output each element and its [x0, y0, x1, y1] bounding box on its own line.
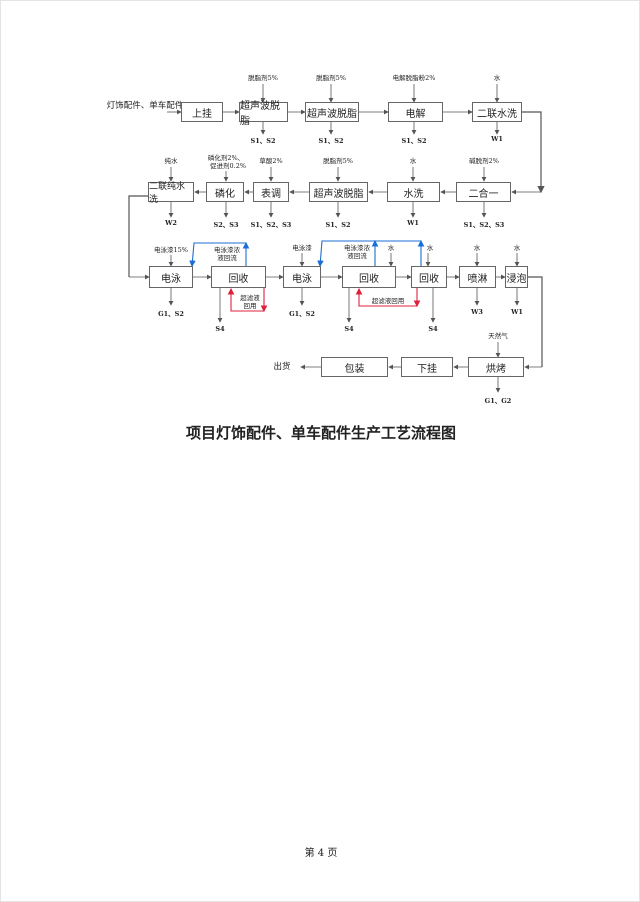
step-packaging: 包装	[321, 357, 388, 377]
input-label: 磷化剂2%、	[207, 154, 245, 162]
step-double-rinse: 二联水洗	[472, 102, 522, 122]
input-label: 脱脂剂5%	[248, 74, 278, 82]
input-label: 水	[426, 244, 434, 252]
step-surface-conditioning: 表调	[253, 182, 289, 202]
output-label: S1、S2	[401, 137, 427, 145]
step-electrophoresis-2: 电泳	[283, 266, 321, 288]
step-recovery-1: 回收	[211, 266, 266, 288]
input-label: 天然气	[488, 332, 508, 340]
input-label: 草酸2%	[259, 157, 283, 165]
step-double-pure-rinse: 二联纯水洗	[148, 182, 194, 205]
output-label: S1、S2	[250, 137, 276, 145]
input-label: 水	[493, 74, 501, 82]
output-label: W1	[491, 135, 503, 143]
step-unhanging: 下挂	[401, 357, 453, 377]
input-label: 水	[387, 244, 395, 252]
input-label: 脱脂剂5%	[316, 74, 346, 82]
input-label: 水	[409, 157, 417, 165]
step-ultrasonic-degrease-2: 超声波脱脂	[305, 102, 359, 122]
input-label: 碱脱剂2%	[469, 157, 499, 165]
input-label: 电泳漆	[292, 244, 312, 252]
reuse-label: 回用	[243, 302, 257, 310]
output-label: S1、S2	[318, 137, 344, 145]
input-label: 水	[473, 244, 481, 252]
input-label: 纯水	[164, 157, 178, 165]
output-label: S2、S3	[213, 221, 239, 229]
reflux-label: 液回流	[347, 252, 367, 260]
step-phosphating: 磷化	[206, 182, 244, 202]
shipment-label: 出货	[273, 362, 291, 372]
output-label: S1、S2	[325, 221, 351, 229]
output-label: G1、S2	[289, 310, 315, 318]
step-electrophoresis-1: 电泳	[149, 266, 193, 288]
reflux-label: 电泳漆浓	[214, 246, 240, 254]
step-soak: 浸泡	[505, 266, 528, 288]
output-label: W1	[511, 308, 523, 316]
step-electrolysis: 电解	[388, 102, 443, 122]
output-label: W2	[165, 219, 177, 227]
input-label: 电解脱脂粉2%	[392, 74, 436, 82]
output-label: S1、S2、S3	[250, 221, 292, 229]
step-two-in-one: 二合一	[456, 182, 511, 202]
input-label: 促进剂0.2%	[209, 162, 247, 170]
reflux-label: 液回流	[217, 254, 237, 262]
step-recovery-3: 回收	[411, 266, 447, 288]
input-label: 脱脂剂5%	[323, 157, 353, 165]
input-label: 水	[513, 244, 521, 252]
figure-title: 项目灯饰配件、单车配件生产工艺流程图	[185, 424, 456, 442]
output-label: G1、G2	[484, 397, 512, 405]
output-label: W3	[471, 308, 483, 316]
output-label: S4	[215, 325, 225, 333]
step-rinse: 水洗	[387, 182, 440, 202]
output-label: S1、S2、S3	[463, 221, 505, 229]
output-label: S4	[344, 325, 354, 333]
step-baking: 烘烤	[468, 357, 524, 377]
step-ultrasonic-degrease-3: 超声波脱脂	[309, 182, 368, 202]
input-label: 电泳漆15%	[154, 246, 188, 254]
source-parts-label: 灯饰配件、单车配件	[106, 101, 184, 111]
step-ultrasonic-degrease-1: 超声波脱脂	[239, 101, 288, 127]
output-label: S4	[428, 325, 438, 333]
reuse-label: 超滤液回用	[371, 297, 405, 305]
output-label: G1、S2	[158, 310, 184, 318]
reflux-label: 电泳漆浓	[344, 244, 370, 252]
output-label: W1	[407, 219, 419, 227]
page-number: 第 4 页	[304, 848, 338, 859]
step-spray: 喷淋	[459, 266, 496, 288]
step-hanging: 上挂	[181, 102, 223, 122]
reuse-label: 超滤液	[240, 294, 260, 302]
step-recovery-2: 回收	[342, 266, 396, 288]
